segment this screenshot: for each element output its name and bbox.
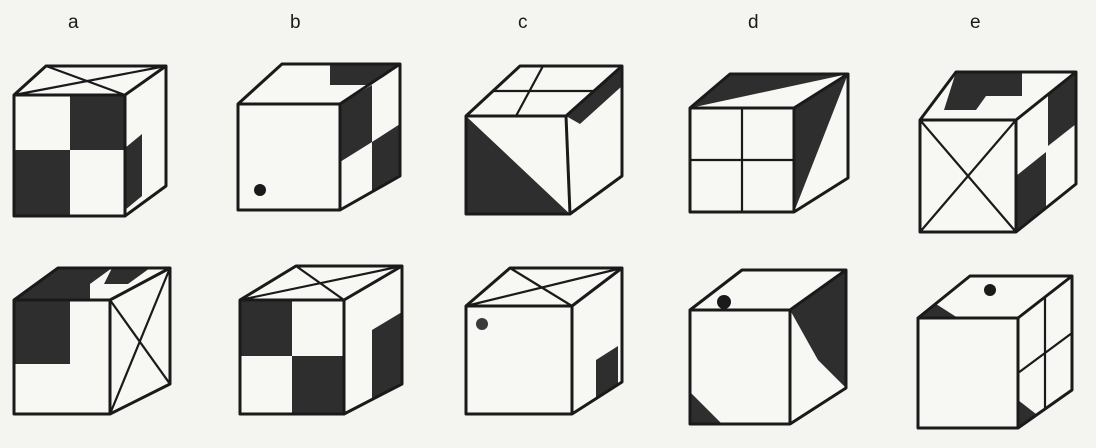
label-b: b [290, 12, 301, 33]
cube-e-bottom [916, 274, 1074, 430]
cube-b-bottom [238, 264, 404, 416]
cube-c-bottom [464, 266, 624, 416]
label-d: d [748, 12, 759, 33]
label-c: c [518, 12, 528, 33]
cube-b-top [236, 62, 402, 212]
cube-e-top [918, 70, 1078, 234]
cube-a-top [12, 64, 168, 218]
label-a: a [68, 12, 79, 33]
cube-a-bottom [12, 266, 172, 416]
cube-d-top [688, 72, 850, 214]
label-e: e [970, 12, 981, 33]
cube-c-top [464, 64, 624, 216]
cube-d-bottom [688, 268, 848, 426]
